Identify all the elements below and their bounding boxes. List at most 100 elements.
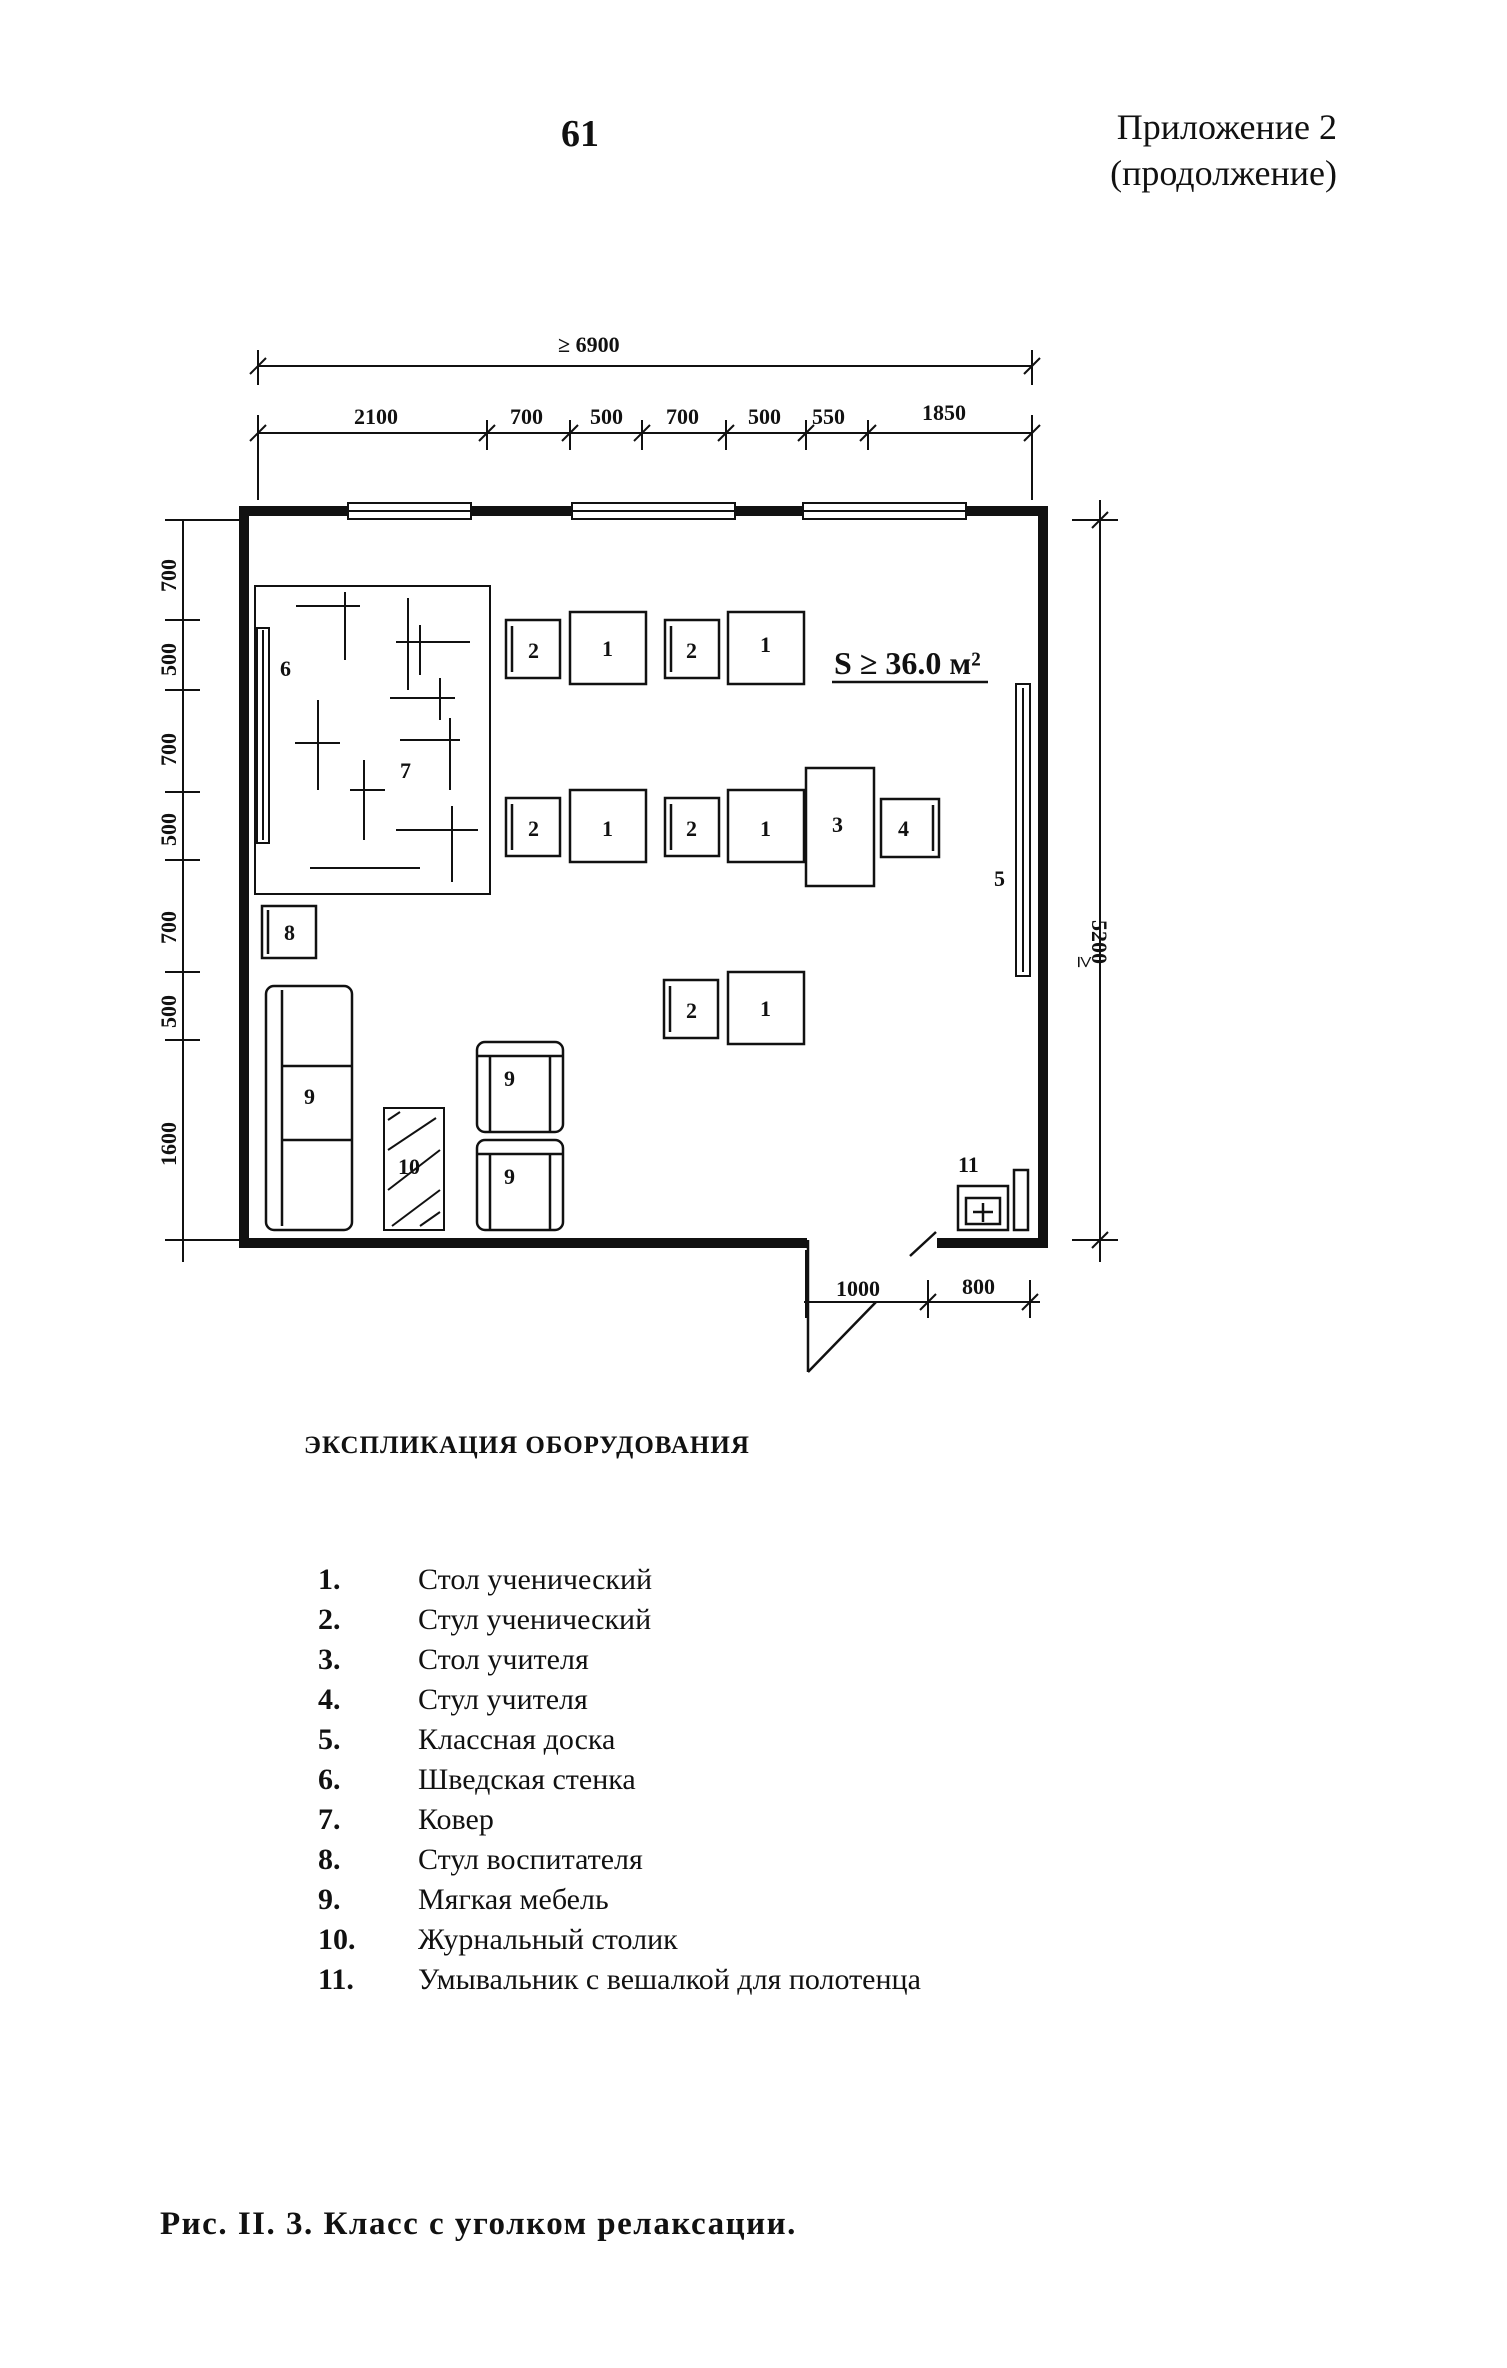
top-dim-4: 700 (666, 404, 699, 429)
top-dim-5: 500 (748, 404, 781, 429)
label-desk-r3: 1 (760, 996, 771, 1021)
top-dim-1: 2100 (354, 404, 398, 429)
label-sofa: 9 (304, 1084, 315, 1109)
desk-row-3 (662, 970, 806, 1046)
left-dim-6: 500 (156, 995, 181, 1028)
label-desk-r2b: 1 (760, 816, 771, 841)
washbasin (956, 1168, 1030, 1232)
label-chair-r1a: 2 (528, 638, 539, 663)
label-board: 5 (994, 866, 1005, 891)
item-number: 8. (318, 1843, 341, 1876)
left-dim-3: 700 (156, 733, 181, 766)
room-area: S ≥ 36.0 м² (834, 645, 981, 681)
label-desk-r2a: 1 (602, 816, 613, 841)
label-wall-bars: 6 (280, 656, 291, 681)
label-educator-chair: 8 (284, 920, 295, 945)
item-text: Стул воспитателя (418, 1843, 643, 1876)
appendix-line-2: (продолжение) (1110, 153, 1337, 193)
left-dim-5: 700 (156, 911, 181, 944)
right-dim-sign: ≥ (1073, 956, 1098, 968)
list-item: 8. Стул воспитателя (318, 1840, 938, 1880)
overall-dimension-line (249, 350, 1041, 385)
label-chair-r2a: 2 (528, 816, 539, 841)
item-number: 3. (318, 1643, 341, 1676)
label-chair-r1b: 2 (686, 638, 697, 663)
list-item: 5. Классная доска (318, 1720, 938, 1760)
item-text: Ковер (418, 1803, 494, 1836)
left-dim-1: 700 (156, 559, 181, 592)
list-item: 11. Умывальник с вешалкой для полотенца (318, 1960, 938, 2000)
label-coffee-table: 10 (398, 1154, 420, 1179)
item-number: 5. (318, 1723, 341, 1756)
top-dim-2: 700 (510, 404, 543, 429)
label-armchair-1: 9 (504, 1066, 515, 1091)
left-dim-7: 1600 (156, 1122, 181, 1166)
item-text: Умывальник с вешалкой для полотенца (418, 1963, 921, 1996)
item-text: Стул ученический (418, 1603, 652, 1636)
label-carpet: 7 (400, 758, 411, 783)
left-dimension-chain (165, 519, 245, 1262)
top-dimension-chain (249, 415, 1041, 500)
left-dim-4: 500 (156, 813, 181, 846)
item-number: 11. (318, 1963, 354, 1996)
sofa (264, 984, 354, 1232)
list-item: 10. Журнальный столик (318, 1920, 938, 1960)
label-teacher-chair: 4 (898, 816, 909, 841)
page-number: 61 (561, 113, 599, 155)
overall-width-label: ≥ 6900 (558, 332, 620, 357)
list-item: 4. Стул учителя (318, 1680, 938, 1720)
right-dimension-line (1072, 500, 1118, 1262)
item-text: Стол ученический (418, 1563, 653, 1596)
appendix-label: Приложение 2 (продолжение) (1110, 104, 1337, 196)
list-item: 1. Стол ученический (318, 1560, 938, 1600)
desk-row-1 (504, 610, 806, 686)
label-teacher-desk: 3 (832, 812, 843, 837)
item-text: Журнальный столик (418, 1923, 678, 1956)
coffee-table (383, 1107, 445, 1231)
top-dim-6: 550 (812, 404, 845, 429)
armchairs (475, 1040, 565, 1232)
educator-chair (260, 904, 318, 960)
item-text: Мягкая мебель (418, 1883, 609, 1916)
item-number: 6. (318, 1763, 341, 1796)
right-dim: 5200 (1087, 920, 1112, 964)
windows (347, 502, 967, 520)
item-number: 9. (318, 1883, 341, 1916)
room-walls (239, 506, 1048, 1248)
bottom-dim-2: 800 (962, 1274, 995, 1299)
item-number: 1. (318, 1563, 341, 1596)
item-text: Стол учителя (418, 1643, 589, 1676)
label-chair-r2b: 2 (686, 816, 697, 841)
explication-title: ЭКСПЛИКАЦИЯ ОБОРУДОВАНИЯ (304, 1432, 750, 1459)
item-text: Классная доска (418, 1723, 616, 1756)
label-washbasin: 11 (958, 1152, 979, 1177)
list-item: 6. Шведская стенка (318, 1760, 938, 1800)
list-item: 3. Стол учителя (318, 1640, 938, 1680)
item-number: 10. (318, 1923, 356, 1956)
list-item: 2. Стул ученический (318, 1600, 938, 1640)
item-number: 7. (318, 1803, 341, 1836)
top-dim-3: 500 (590, 404, 623, 429)
left-dim-2: 500 (156, 643, 181, 676)
label-desk-r1a: 1 (602, 636, 613, 661)
floor-plan: ≥ 6900 2100 700 500 700 500 550 1850 700… (156, 332, 1118, 1373)
label-armchair-2: 9 (504, 1164, 515, 1189)
list-item: 9. Мягкая мебель (318, 1880, 938, 1920)
carpet-area (254, 585, 491, 895)
item-number: 4. (318, 1683, 341, 1716)
board (1015, 683, 1031, 977)
bottom-dim-1: 1000 (836, 1276, 880, 1301)
item-number: 2. (318, 1603, 341, 1636)
item-text: Стул учителя (418, 1683, 588, 1716)
figure-caption: Рис. II. 3. Класс с уголком релаксации. (160, 2206, 797, 2242)
bottom-dimension-chain (804, 1250, 1040, 1318)
label-desk-r1b: 1 (760, 632, 771, 657)
appendix-line-1: Приложение 2 (1116, 107, 1337, 147)
door (806, 1231, 937, 1373)
explication-list: 1. Стол ученический 2. Стул ученический … (318, 1560, 938, 2000)
top-dim-7: 1850 (922, 400, 966, 425)
item-text: Шведская стенка (418, 1763, 636, 1796)
label-chair-r3: 2 (686, 998, 697, 1023)
list-item: 7. Ковер (318, 1800, 938, 1840)
desk-row-2 (504, 766, 941, 888)
